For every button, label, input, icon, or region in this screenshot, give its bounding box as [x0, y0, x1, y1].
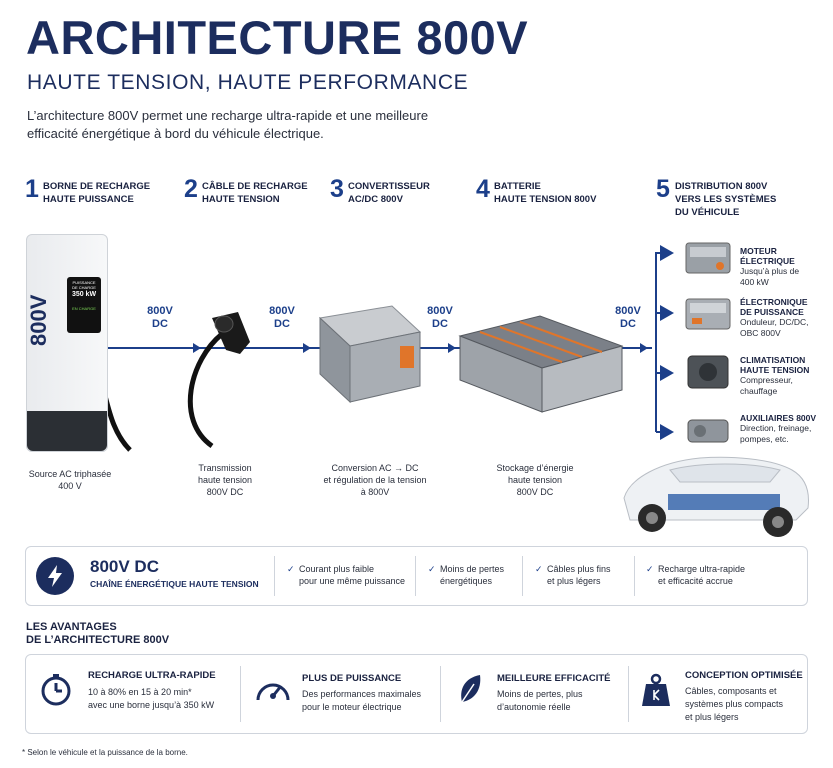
distribution-item-auxiliaries: AUXILIAIRES 800V Direction, freinage, po… — [740, 413, 830, 445]
voltage-label-1: 800V DC — [147, 305, 173, 330]
car-illustration — [623, 456, 809, 537]
distribution-title: AUXILIAIRES 800V — [740, 413, 817, 423]
distribution-title: ÉLECTRONIQUE DE PUISSANCE — [740, 297, 808, 317]
charger-screen-label: PUISSANCE DE CHARGE — [72, 280, 96, 290]
battery-illustration — [458, 315, 624, 413]
auxiliaries-component — [687, 419, 729, 443]
step-5-number: 5 — [656, 175, 670, 203]
lightning-icon — [36, 557, 74, 595]
page-title: ARCHITECTURE 800V — [26, 11, 529, 64]
flow-arrow-1 — [193, 343, 201, 353]
voltage-label-2: 800V DC — [269, 305, 295, 330]
footnote: * Selon le véhicule et la puissance de l… — [22, 748, 188, 757]
page-subtitle: HAUTE TENSION, HAUTE PERFORMANCE — [27, 71, 469, 94]
voltage-label-3: 800V DC — [427, 305, 453, 330]
distribution-item-motor: MOTEUR ÉLECTRIQUE Jusqu’à plus de 400 kW — [740, 246, 830, 288]
charging-plug-illustration — [187, 312, 250, 449]
flow-arrow-4 — [640, 343, 648, 353]
flow-arrow-3 — [448, 343, 456, 353]
flow-arrow-2 — [303, 343, 311, 353]
divider — [522, 556, 523, 596]
charger-screen-value: 350 kW — [71, 291, 97, 298]
step-1-caption: Source AC triphasée 400 V — [28, 469, 112, 491]
advantage-desc: Câbles, composants et systèmes plus comp… — [685, 686, 784, 722]
step-3-caption: Conversion AC → DC et régulation de la t… — [323, 463, 427, 497]
dc-benefit-item: Courant plus faible pour une même puissa… — [299, 564, 406, 586]
step-1-label: BORNE DE RECHARGE HAUTE PUISSANCE — [43, 181, 151, 205]
advantage-title: PLUS DE PUISSANCE — [302, 673, 402, 684]
weight-icon — [640, 672, 672, 713]
motor-component — [685, 242, 731, 274]
distribution-item-climate: CLIMATISATION HAUTE TENSION Compresseur,… — [740, 355, 830, 397]
charger-screen: PUISSANCE DE CHARGE 350 kW EN CHARGE — [67, 277, 101, 333]
step-2-number: 2 — [184, 175, 198, 203]
timer-icon — [38, 672, 74, 713]
divider — [440, 666, 441, 722]
advantages-panel — [25, 654, 808, 734]
distribution-desc: Onduleur, DC/DC, OBC 800V — [740, 317, 809, 338]
divider — [628, 666, 629, 722]
advantage-desc: Moins de pertes, plus d’autonomie réelle — [497, 689, 583, 712]
ac-compressor-component — [687, 355, 729, 389]
dc-benefit-item: Recharge ultra-rapide et efficacité accr… — [658, 564, 746, 586]
advantage-desc: 10 à 80% en 15 à 20 min* avec une borne … — [88, 687, 215, 710]
dc-summary-subtitle: CHAÎNE ÉNERGÉTIQUE HAUTE TENSION — [90, 579, 259, 589]
step-1-number: 1 — [25, 175, 39, 203]
distribution-desc: Compresseur, chauffage — [740, 375, 793, 396]
charging-station-side-label: 800V — [26, 294, 51, 346]
converter-illustration — [318, 305, 422, 404]
dc-benefit-item: Câbles plus fins et plus légers — [547, 564, 611, 586]
distribution-desc: Jusqu’à plus de 400 kW — [740, 266, 800, 287]
voltage-label-4: 800V DC — [615, 305, 641, 330]
check-icon: ✓ — [287, 564, 295, 574]
dc-benefit-item: Moins de pertes énergétiques — [440, 564, 505, 586]
advantage-title: CONCEPTION OPTIMISÉE — [685, 670, 803, 681]
distribution-item-electronics: ÉLECTRONIQUE DE PUISSANCE Onduleur, DC/D… — [740, 297, 830, 339]
gauge-icon — [254, 674, 292, 709]
advantage-title: MEILLEURE EFFICACITÉ — [497, 673, 611, 684]
distribution-desc: Direction, freinage, pompes, etc. — [740, 423, 812, 444]
check-icon: ✓ — [428, 564, 436, 574]
charging-station-base — [27, 411, 107, 451]
leaf-icon — [456, 672, 484, 713]
divider — [240, 666, 241, 722]
charging-station: 800V PUISSANCE DE CHARGE 350 kW EN CHARG… — [26, 234, 108, 452]
distribution-title: CLIMATISATION HAUTE TENSION — [740, 355, 810, 375]
check-icon: ✓ — [535, 564, 543, 574]
step-2-label: CÂBLE DE RECHARGE HAUTE TENSION — [202, 181, 308, 205]
step-3-label: CONVERTISSEUR AC/DC 800V — [348, 181, 430, 205]
divider — [274, 556, 275, 596]
step-3-number: 3 — [330, 175, 344, 203]
check-icon: ✓ — [646, 564, 654, 574]
advantage-desc: Des performances maximales pour le moteu… — [302, 689, 422, 712]
divider — [415, 556, 416, 596]
dc-summary-title: 800V DC — [90, 557, 159, 576]
advantage-title: RECHARGE ULTRA-RAPIDE — [88, 670, 216, 681]
divider — [634, 556, 635, 596]
step-5-label: DISTRIBUTION 800V VERS LES SYSTÈMES DU V… — [675, 181, 777, 218]
dc-summary-bar — [25, 546, 808, 606]
step-4-caption: Stockage d’énergie haute tension 800V DC — [496, 463, 574, 497]
intro-text: L’architecture 800V permet une recharge … — [27, 108, 429, 141]
distribution-title: MOTEUR ÉLECTRIQUE — [740, 246, 795, 266]
advantages-heading: LES AVANTAGES DE L’ARCHITECTURE 800V — [26, 621, 170, 646]
step-4-number: 4 — [476, 175, 490, 203]
power-electronics-component — [685, 298, 731, 330]
step-4-label: BATTERIE HAUTE TENSION 800V — [494, 181, 597, 205]
charger-screen-status: EN CHARGE — [72, 306, 96, 311]
step-2-caption: Transmission haute tension 800V DC — [197, 463, 253, 497]
